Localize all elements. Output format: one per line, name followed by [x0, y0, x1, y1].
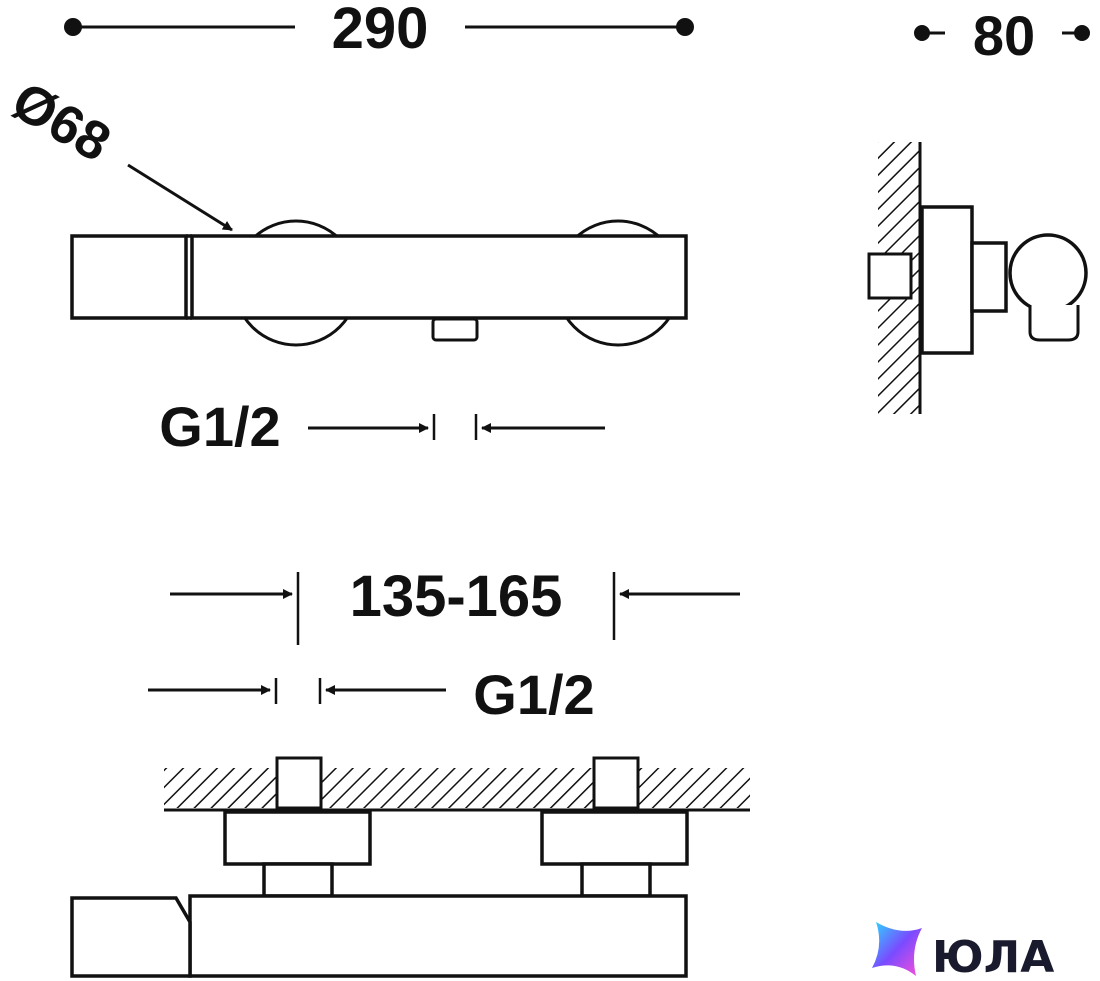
dimension-290: 290	[64, 0, 694, 61]
left-inlet-stub	[275, 756, 323, 810]
side-view: 80	[867, 4, 1090, 414]
plan-mixer-body	[188, 894, 688, 978]
plan-temperature-handle	[70, 896, 192, 978]
outlet-thread-dimension: G1/2	[159, 395, 605, 458]
outlet-thread-label: G1/2	[159, 395, 280, 458]
plan-view: 135-165 G1/2	[70, 564, 750, 978]
right-plan-escutcheon	[540, 810, 689, 866]
front-view: 290 Ø68 G1/2	[2, 0, 694, 458]
inlet-thread-dimension: G1/2	[148, 663, 595, 726]
dimension-80: 80	[914, 4, 1090, 67]
side-inlet-stub	[867, 252, 913, 300]
side-outlet	[1028, 305, 1080, 342]
diameter-callout: Ø68	[2, 70, 233, 232]
temperature-handle	[70, 234, 188, 320]
left-plan-connector	[262, 862, 334, 898]
plan-wall-section	[164, 768, 750, 808]
logo-wordmark: ЮЛА	[932, 932, 1054, 981]
brand-logo: ЮЛА	[872, 922, 1054, 981]
depth-label: 80	[973, 4, 1035, 67]
overall-width-label: 290	[332, 0, 429, 61]
side-escutcheon	[920, 205, 974, 355]
escutcheon-diameter-label: Ø68	[2, 70, 120, 173]
side-connector	[970, 241, 1008, 313]
center-distance-dimension: 135-165	[170, 564, 740, 645]
inlet-thread-label: G1/2	[473, 663, 594, 726]
left-plan-escutcheon	[223, 810, 372, 866]
side-handle	[1008, 233, 1088, 313]
mixer-body	[190, 234, 688, 320]
logo-star-icon	[872, 922, 922, 976]
right-inlet-stub	[592, 756, 640, 810]
center-distance-label: 135-165	[350, 564, 563, 629]
right-plan-connector	[580, 862, 652, 898]
outlet-connector	[431, 317, 479, 342]
